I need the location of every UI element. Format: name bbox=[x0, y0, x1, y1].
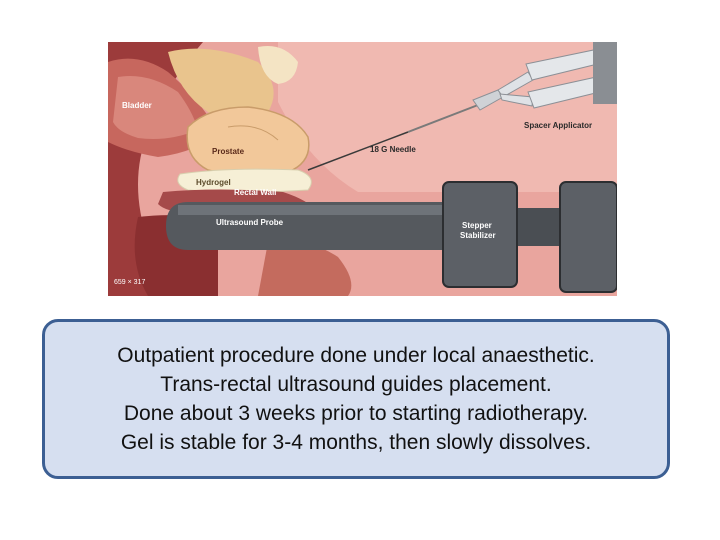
label-bladder: Bladder bbox=[122, 101, 152, 110]
probe-highlight bbox=[178, 205, 448, 215]
caption-line-2: Trans-rectal ultrasound guides placement… bbox=[160, 370, 551, 399]
caption-line-3: Done about 3 weeks prior to starting rad… bbox=[124, 399, 588, 428]
stepper-block-right bbox=[560, 182, 617, 292]
caption-line-4: Gel is stable for 3-4 months, then slowl… bbox=[121, 428, 591, 457]
label-prostate: Prostate bbox=[212, 147, 245, 156]
label-stepper: Stepper bbox=[462, 221, 492, 230]
label-hydrogel: Hydrogel bbox=[196, 178, 231, 187]
label-spacer-applicator: Spacer Applicator bbox=[524, 121, 592, 130]
image-dimensions: 659 × 317 bbox=[114, 279, 145, 286]
caption-box: Outpatient procedure done under local an… bbox=[42, 319, 670, 479]
label-stabilizer: Stabilizer bbox=[460, 231, 496, 240]
anatomy-diagram: Bladder Prostate Hydrogel Rectal Wall Ul… bbox=[108, 42, 617, 296]
label-rectal-wall: Rectal Wall bbox=[234, 188, 276, 197]
label-needle: 18 G Needle bbox=[370, 145, 416, 154]
syringe-plungers bbox=[593, 42, 617, 104]
caption-line-1: Outpatient procedure done under local an… bbox=[117, 341, 595, 370]
label-ultrasound-probe: Ultrasound Probe bbox=[216, 218, 284, 227]
procedure-illustration: Bladder Prostate Hydrogel Rectal Wall Ul… bbox=[108, 42, 617, 296]
